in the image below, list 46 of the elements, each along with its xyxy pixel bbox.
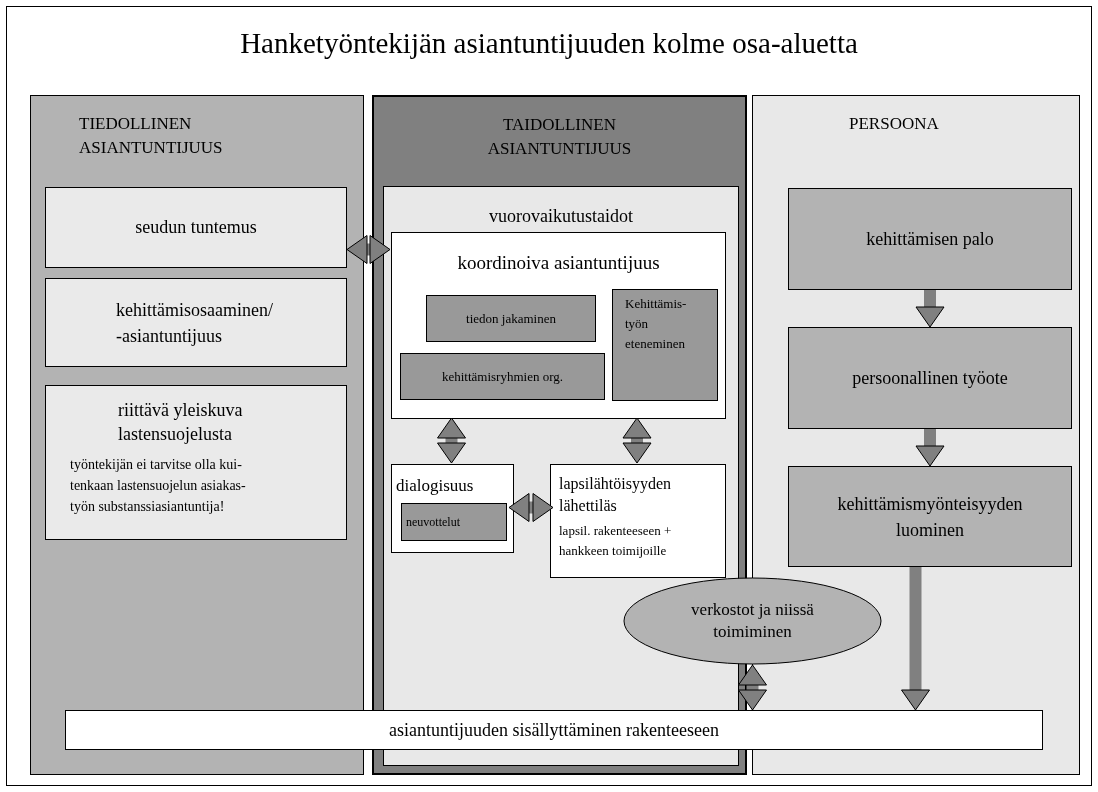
summary-bar xyxy=(65,710,1043,750)
bar-label: asiantuntijuuden sisällyttäminen rakenteeseen xyxy=(389,718,719,742)
group-heading: dialogisuus xyxy=(396,475,475,497)
item-label: Kehittämis- työn eteneminen xyxy=(625,295,688,353)
block-arrow xyxy=(346,235,391,264)
step-box xyxy=(788,466,1072,567)
topic-label: kehittämisosaaminen/ -asiantuntijuus xyxy=(116,298,274,348)
item-box xyxy=(426,295,596,342)
topic-box xyxy=(45,278,347,367)
item-box xyxy=(400,353,605,400)
group-box xyxy=(391,232,726,419)
group-box xyxy=(391,464,514,553)
column-heading: TIEDOLLINEN ASIANTUNTIJUUS xyxy=(79,113,224,159)
step-label: kehittämisen palo xyxy=(866,227,994,251)
block-arrow xyxy=(738,664,767,711)
step-box xyxy=(788,327,1072,429)
block-arrow xyxy=(508,493,554,522)
topic-note: työntekijän ei tarvitse olla kui- tenkaan lastensuojelun asiakas- työn substanssiasiantuntija! xyxy=(70,456,247,516)
column-heading: TAIDOLLINEN ASIANTUNTIJUUS xyxy=(486,114,633,160)
topic-box xyxy=(45,385,347,540)
block-arrow xyxy=(437,417,466,464)
ellipse-label: verkostot ja niissä toimiminen xyxy=(690,599,815,643)
group-heading: koordinoiva asiantuntijuus xyxy=(456,251,661,275)
group-heading: vuorovaikutustaidot xyxy=(488,205,634,228)
topic-label: seudun tuntemus xyxy=(135,216,257,239)
block-arrow xyxy=(915,429,945,467)
network-ellipse xyxy=(623,577,882,665)
step-label: persoonallinen työote xyxy=(852,366,1008,390)
item-label: neuvottelut xyxy=(406,514,460,531)
item-label: kehittämisryhmien org. xyxy=(441,367,564,386)
block-arrow xyxy=(901,567,930,711)
item-label: tiedon jakaminen xyxy=(466,309,556,328)
column-heading: PERSOONA xyxy=(849,113,940,135)
group-box xyxy=(550,464,726,578)
item-box xyxy=(401,503,507,541)
item-box xyxy=(612,289,718,401)
topic-label: riittävä yleiskuva lastensuojelusta xyxy=(117,399,244,446)
diagram-title: Hanketyöntekijän asiantuntijuuden kolme osa-aluetta xyxy=(239,26,859,61)
group-heading: lapsilähtöisyyden lähettiläs xyxy=(559,474,672,516)
group-note: lapsil. rakenteeseen + hankkeen toimijoille xyxy=(559,522,673,560)
column-panel xyxy=(30,95,364,775)
step-label: kehittämismyönteisyyden luominen xyxy=(836,492,1024,542)
block-arrow xyxy=(915,290,945,328)
step-box xyxy=(788,188,1072,290)
block-arrow xyxy=(622,417,652,464)
topic-box xyxy=(45,187,347,268)
